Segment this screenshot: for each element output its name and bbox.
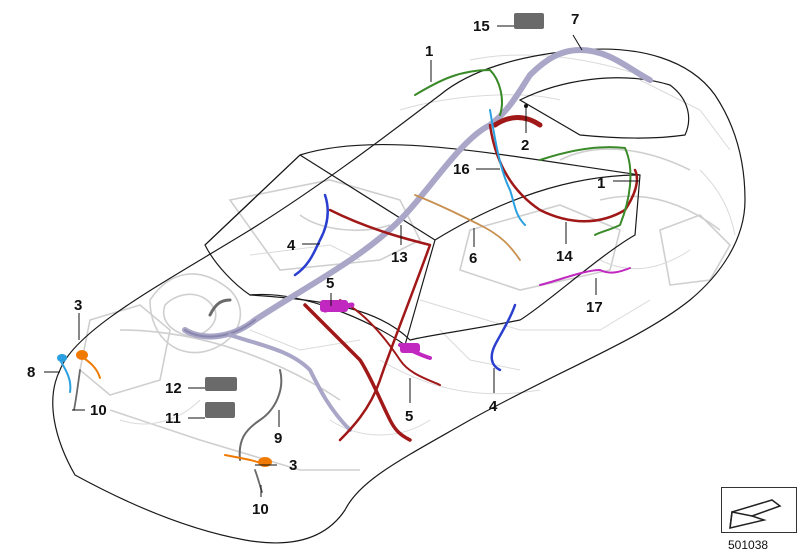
callout-13: 13	[391, 249, 408, 266]
callout-10-left: 10	[90, 402, 107, 419]
harness-13	[328, 208, 432, 442]
vehicle-interior-ghost	[79, 54, 736, 471]
callout-5-lower: 5	[405, 408, 413, 425]
component-15	[514, 13, 544, 29]
connector-5	[320, 300, 348, 312]
callout-4-right: 4	[489, 398, 498, 415]
callout-2: 2	[521, 137, 529, 154]
harness-14	[488, 123, 639, 223]
callout-3-left: 3	[74, 297, 82, 314]
harness-9	[238, 369, 283, 461]
callout-16: 16	[453, 161, 470, 178]
connector-5b	[400, 343, 420, 353]
callout-12: 12	[165, 380, 182, 397]
diagram-reference-number: 501038	[728, 538, 769, 552]
callout-10-right: 10	[252, 501, 269, 518]
connector-8	[57, 354, 67, 362]
harness-1-rear	[414, 69, 503, 116]
leader-lines	[44, 25, 640, 497]
vehicle-outline	[52, 48, 746, 544]
callout-1-right: 1	[597, 175, 605, 192]
callout-14: 14	[556, 248, 573, 265]
callout-8: 8	[27, 364, 35, 381]
callout-1-rear: 1	[425, 43, 433, 60]
main-harness-7	[182, 47, 653, 340]
component-12	[205, 377, 237, 391]
harness-8	[59, 359, 72, 393]
harness-17	[539, 267, 631, 286]
reference-pictogram-box	[721, 487, 797, 533]
connector-3-left	[76, 350, 88, 360]
callout-7: 7	[571, 11, 579, 28]
callout-3-right: 3	[289, 457, 297, 474]
callout-9: 9	[274, 430, 282, 447]
callout-11: 11	[165, 410, 181, 427]
wiring-harnesses	[59, 47, 653, 493]
callout-5-upper: 5	[326, 275, 334, 292]
harness-5-lower	[303, 303, 412, 442]
harness-1-right	[539, 146, 632, 236]
main-harness-branch	[228, 333, 352, 432]
callout-4-left: 4	[287, 237, 296, 254]
arrow-pictogram-icon	[729, 499, 782, 529]
harness-16	[489, 109, 526, 226]
harness-4-right	[490, 303, 517, 372]
harness-2	[492, 115, 543, 128]
component-11	[205, 402, 235, 418]
harness-4-left	[293, 193, 329, 277]
harness-10-left	[73, 369, 81, 411]
components	[57, 13, 544, 467]
callout-labels: 1 1 2 3 3 4 4 5 5 6 7 8 9 10 10 11 12 13…	[27, 11, 605, 518]
callout-17: 17	[586, 299, 603, 316]
callout-6: 6	[469, 250, 477, 267]
harness-6	[414, 194, 521, 261]
callout-15: 15	[473, 18, 490, 35]
